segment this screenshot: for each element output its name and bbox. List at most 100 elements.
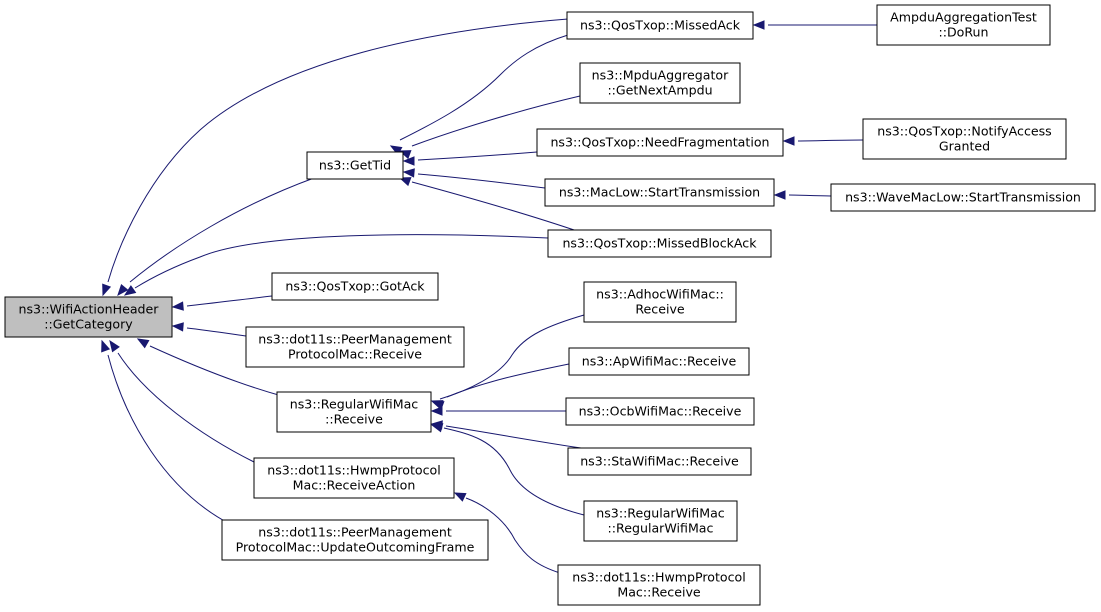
edge-line (134, 234, 549, 289)
node-box (536, 128, 784, 157)
edge-pm_receive-to-get_category (171, 322, 247, 337)
edge-line (417, 173, 546, 189)
node-get-tid[interactable]: ns3::GetTid (306, 151, 404, 180)
node-regular-ctor[interactable]: ns3::RegularWifiMac::RegularWifiMac (583, 500, 738, 542)
node-label-line: ns3::AdhocWifiMac:: (596, 287, 724, 302)
arrow-head-icon (123, 285, 137, 296)
arrow-head-icon (430, 423, 444, 433)
edge-line (797, 139, 864, 142)
node-box (253, 457, 455, 499)
node-missed-ack[interactable]: ns3::QosTxop::MissedAck (566, 11, 754, 40)
node-box (583, 500, 738, 542)
edge-wave_start_tx-to-start_tx (773, 190, 832, 200)
node-regular-receive[interactable]: ns3::RegularWifiMac::Receive (276, 391, 432, 433)
node-label-line: Granted (939, 139, 990, 154)
node-label-line: ns3::GetTid (319, 158, 391, 173)
edge-missed_block_ack-to-get_tid (398, 177, 581, 233)
edge-hwmp_receive_action-to-get_category (109, 339, 255, 463)
edge-line (443, 427, 585, 516)
node-box (547, 229, 772, 258)
edge-notify_access-to-need_frag (782, 136, 864, 146)
node-label-line: ns3::RegularWifiMac (596, 506, 725, 521)
node-label-line: ns3::WifiActionHeader (19, 302, 160, 317)
node-sta-receive[interactable]: ns3::StaWifiMac::Receive (567, 447, 752, 476)
node-label-line: AmpduAggregationTest (890, 10, 1037, 25)
arrow-head-icon (752, 20, 765, 30)
node-ap-receive[interactable]: ns3::ApWifiMac::Receive (568, 347, 750, 376)
arrow-head-icon (171, 301, 184, 311)
node-label-line: ::Receive (325, 412, 383, 427)
arrow-head-icon (402, 156, 415, 166)
edge-line (446, 363, 570, 398)
node-box (544, 178, 775, 207)
arrow-head-icon (430, 406, 443, 416)
edge-line (129, 177, 315, 283)
edge-line (107, 354, 231, 525)
edge-line (465, 497, 561, 574)
edge-line (107, 18, 569, 283)
edge-line (186, 327, 247, 337)
node-label-line: ns3::MacLow::StartTransmission (559, 185, 760, 200)
node-label-line: ProtocolMac::Receive (288, 347, 422, 362)
edge-ampdu_test-to-missed_ack (752, 20, 877, 30)
node-label-line: ns3::dot11s::PeerManagement (258, 525, 452, 540)
node-label-line: ::GetCategory (44, 317, 133, 332)
graph-nodes: ns3::WifiActionHeader::GetCategory ns3::G… (4, 4, 1096, 606)
edge-line (417, 151, 538, 161)
edge-regular_receive-to-get_category (136, 338, 283, 397)
node-mpdu-get-next[interactable]: ns3::MpduAggregator::GetNextAmpdu (579, 62, 741, 104)
edge-sta_receive-to-regular_receive (430, 420, 582, 449)
node-label-line: ProtocolMac::UpdateOutcomingFrame (236, 540, 475, 555)
node-label-line: ns3::WaveMacLow::StartTransmission (845, 190, 1081, 205)
edge-pm_update-to-get_category (101, 339, 231, 525)
edge-regular_ctor-to-regular_receive (430, 423, 585, 516)
node-box (566, 11, 754, 40)
edge-line (411, 95, 581, 147)
node-start-tx[interactable]: ns3::MacLow::StartTransmission (544, 178, 775, 207)
node-missed-block-ack[interactable]: ns3::QosTxop::MissedBlockAck (547, 229, 772, 258)
node-label-line: ::GetNextAmpdu (607, 83, 712, 98)
edge-missed_ack-to-get_category (102, 18, 569, 297)
node-box (557, 564, 761, 606)
node-label-line: ns3::dot11s::PeerManagement (258, 332, 452, 347)
node-ocb-receive[interactable]: ns3::OcbWifiMac::Receive (565, 397, 755, 426)
node-label-line: Mac::ReceiveAction (293, 478, 416, 493)
node-box (830, 183, 1096, 212)
node-need-frag[interactable]: ns3::QosTxop::NeedFragmentation (536, 128, 784, 157)
edge-line (399, 34, 569, 141)
arrow-head-icon (398, 177, 412, 187)
arrow-head-icon (109, 339, 120, 353)
node-ampdu-test[interactable]: AmpduAggregationTest::DoRun (876, 4, 1051, 46)
node-label-line: ns3::QosTxop::NeedFragmentation (550, 135, 769, 150)
arrow-head-icon (117, 283, 129, 297)
node-box (567, 447, 752, 476)
node-label-line: ns3::dot11s::HwmpProtocol (267, 463, 441, 478)
node-pm-receive[interactable]: ns3::dot11s::PeerManagementProtocolMac::… (245, 326, 465, 368)
arrow-head-icon (171, 322, 184, 332)
node-got-ack[interactable]: ns3::QosTxop::GotAck (271, 272, 439, 301)
arrow-head-icon (773, 190, 786, 200)
edge-line (411, 181, 581, 233)
edge-got_ack-to-get_category (171, 295, 273, 311)
edge-line (117, 352, 255, 463)
node-label-line: Receive (635, 302, 685, 317)
node-pm-update[interactable]: ns3::dot11s::PeerManagementProtocolMac::… (221, 519, 489, 561)
node-hwmp-receive-action[interactable]: ns3::dot11s::HwmpProtocolMac::ReceiveAct… (253, 457, 455, 499)
edge-line (186, 295, 273, 307)
edge-ocb_receive-to-regular_receive (430, 406, 567, 416)
edge-start_tx-to-get_tid (402, 168, 546, 189)
node-box (271, 272, 439, 301)
node-wave-start-tx[interactable]: ns3::WaveMacLow::StartTransmission (830, 183, 1096, 212)
node-adhoc-receive[interactable]: ns3::AdhocWifiMac::Receive (583, 281, 737, 323)
arrow-head-icon (782, 136, 795, 146)
graph-edges (101, 18, 877, 574)
node-label-line: ::RegularWifiMac (608, 521, 714, 536)
node-label-line: ns3::RegularWifiMac (290, 397, 419, 412)
node-get-category[interactable]: ns3::WifiActionHeader::GetCategory (4, 296, 173, 338)
arrow-head-icon (102, 283, 112, 297)
arrow-head-icon (101, 339, 111, 353)
edge-line (788, 194, 832, 197)
edge-missed_block_ack-to-get_category (123, 234, 549, 296)
